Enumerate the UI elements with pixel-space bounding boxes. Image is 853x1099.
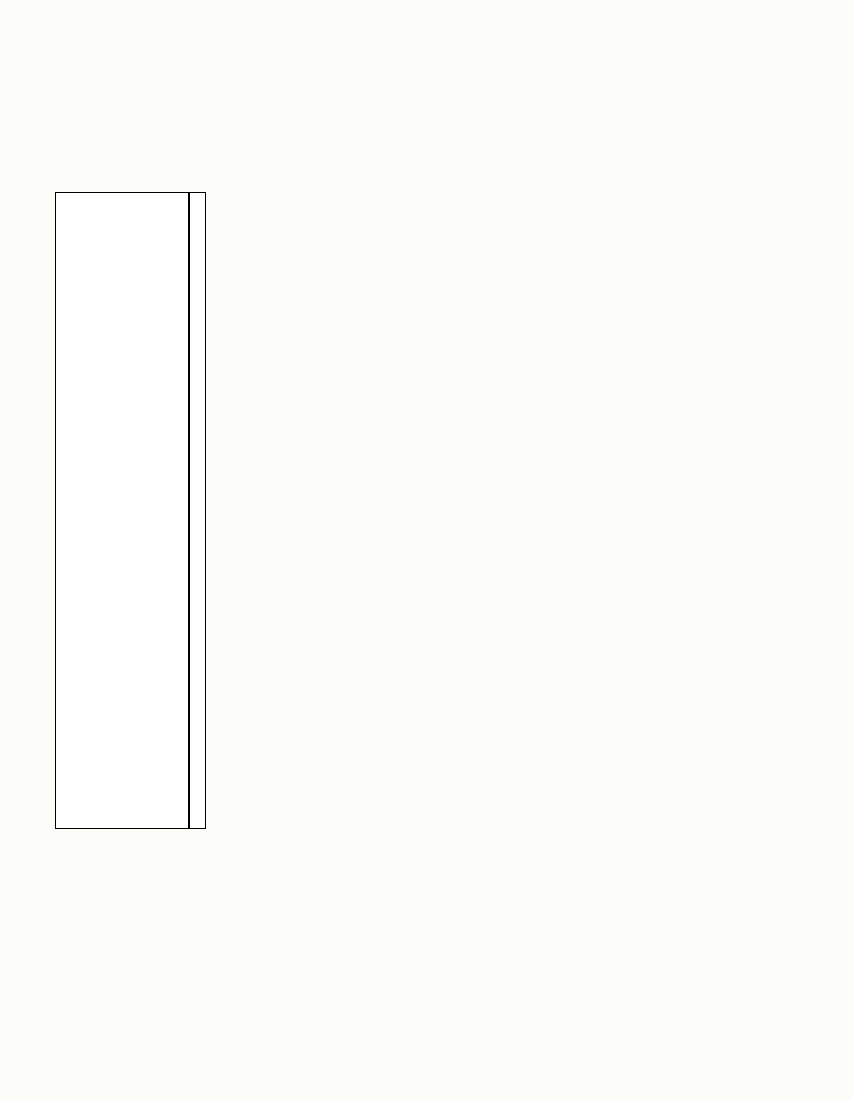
- pcm-function-column: [55, 191, 189, 829]
- pcm-pin-number-column: [189, 191, 206, 829]
